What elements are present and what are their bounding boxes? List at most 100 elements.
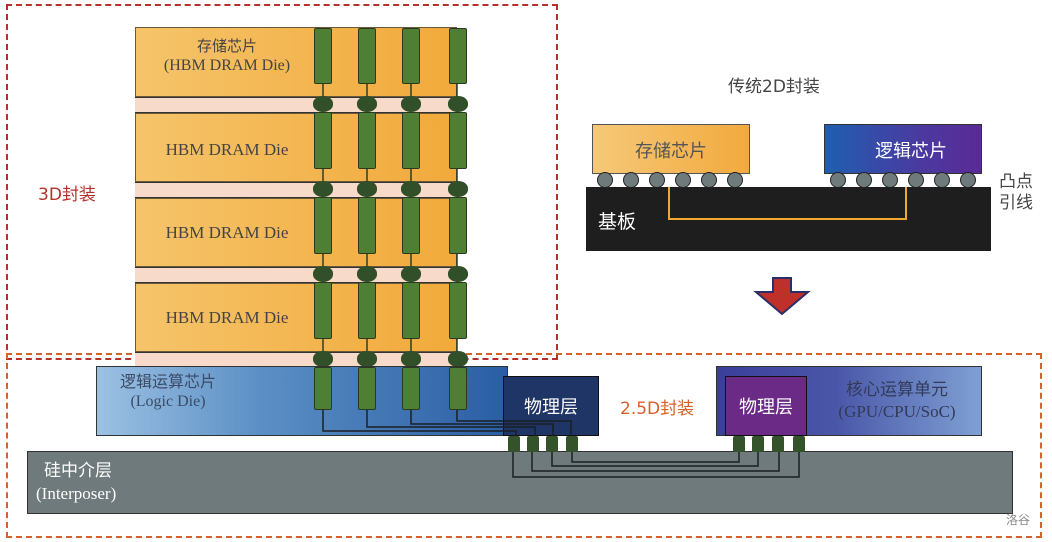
tsv (402, 367, 420, 410)
tsv (358, 197, 376, 254)
tsv (402, 197, 420, 254)
3d-package-label: 3D封装 (38, 185, 96, 205)
2d-memory-chip (592, 124, 750, 174)
solder-bump (649, 172, 665, 188)
core-compute-label-en: (GPU/CPU/SoC) (838, 402, 956, 422)
tsv (449, 367, 467, 410)
micro-bump (401, 181, 421, 197)
wire (322, 410, 517, 440)
solder-bump (830, 172, 846, 188)
phy-bump (793, 436, 805, 452)
wire (571, 452, 740, 463)
logic-die-label-en: (Logic Die) (130, 393, 206, 410)
hbm-die-label: HBM DRAM Die (165, 308, 289, 327)
solder-bump (701, 172, 717, 188)
tsv (358, 112, 376, 169)
phy-bump (546, 436, 558, 452)
2d-logic-chip (824, 124, 982, 174)
phy-bump (527, 436, 539, 452)
2d-trace (668, 187, 907, 220)
micro-bump (357, 266, 377, 282)
wire (410, 410, 554, 440)
tsv (402, 28, 420, 84)
2d-package-title: 传统2D封装 (728, 77, 820, 97)
hbm-top-label: 存储芯片 (HBM DRAM Die) (139, 37, 315, 76)
solder-bump (908, 172, 924, 188)
phy-bump (772, 436, 784, 452)
solder-bump (597, 172, 613, 188)
micro-bump (448, 266, 468, 282)
2-5d-package-label: 2.5D封装 (620, 394, 694, 419)
micro-bump (357, 351, 377, 367)
solder-bump (623, 172, 639, 188)
tsv (449, 197, 467, 254)
tsv (449, 28, 467, 84)
interposer-label-cn: 硅中介层 (44, 461, 112, 481)
2d-substrate-label: 基板 (598, 211, 637, 233)
tsv (358, 282, 376, 339)
micro-bump (401, 351, 421, 367)
tsv (314, 112, 332, 169)
tsv (449, 112, 467, 169)
bump-label: 凸点 (999, 172, 1033, 192)
wire (512, 452, 800, 478)
lead-label: 引线 (999, 193, 1033, 214)
core-compute-label: 核心运算单元 (GPU/CPU/SoC) (812, 380, 982, 423)
solder-bump (934, 172, 950, 188)
hbm-top-label-en: (HBM DRAM Die) (163, 56, 291, 74)
micro-bump (313, 181, 333, 197)
solder-bump (960, 172, 976, 188)
silicon-interposer (27, 451, 1013, 514)
wire (531, 452, 780, 472)
tsv (314, 28, 332, 84)
wire (366, 410, 536, 440)
phy-bump (508, 436, 520, 452)
tsv (402, 282, 420, 339)
interposer-label: 硅中介层 (Interposer) (36, 460, 116, 506)
watermark: 洛谷 (1006, 513, 1031, 527)
2-5d-package-label-text: 2.5D封装 (620, 399, 695, 419)
micro-bump (357, 96, 377, 112)
logic-die-label: 逻辑运算芯片 (Logic Die) (108, 372, 228, 412)
micro-bump (313, 266, 333, 282)
micro-bump (313, 351, 333, 367)
tsv (314, 367, 332, 410)
logic-die-label-cn: 逻辑运算芯片 (119, 372, 216, 391)
micro-bump (448, 96, 468, 112)
phy-label-core: 物理层 (739, 397, 793, 418)
core-compute-label-cn: 核心运算单元 (846, 380, 948, 400)
solder-bump (856, 172, 872, 188)
micro-bump (448, 351, 468, 367)
phy-bump (566, 436, 578, 452)
tsv (314, 282, 332, 339)
hbm-top-label-cn: 存储芯片 (196, 37, 257, 55)
bump-lead-label: 凸点 引线 (999, 172, 1033, 215)
micro-bump (448, 181, 468, 197)
tsv (358, 28, 376, 84)
solder-bump (882, 172, 898, 188)
solder-bump (727, 172, 743, 188)
wire (551, 452, 759, 467)
interposer-label-en: (Interposer) (36, 483, 117, 503)
tsv (449, 282, 467, 339)
tsv (314, 197, 332, 254)
micro-bump (401, 266, 421, 282)
hbm-die-label: HBM DRAM Die (165, 223, 289, 242)
solder-bump (675, 172, 691, 188)
micro-bump (313, 96, 333, 112)
phy-bump (752, 436, 764, 452)
2d-memory-chip-label: 存储芯片 (635, 141, 707, 162)
tsv (402, 112, 420, 169)
hbm-die-label: HBM DRAM Die (165, 140, 289, 159)
phy-block-logic (503, 376, 599, 436)
phy-block-core (725, 376, 807, 436)
micro-bump (357, 181, 377, 197)
micro-bump (401, 96, 421, 112)
2d-logic-chip-label: 逻辑芯片 (875, 141, 947, 162)
phy-label-logic: 物理层 (524, 397, 578, 418)
tsv (358, 367, 376, 410)
2-5d-package-boundary (6, 353, 1042, 538)
wire (456, 410, 572, 440)
